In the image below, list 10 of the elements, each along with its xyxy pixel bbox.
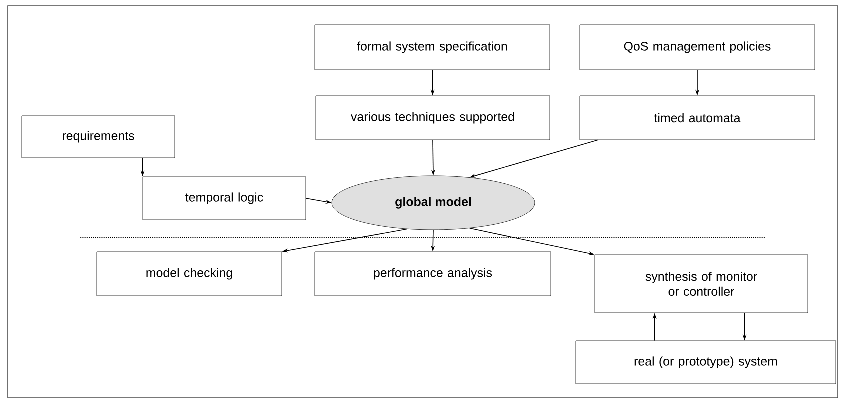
process-box: model checking bbox=[96, 252, 282, 296]
process-box: various techniques supported bbox=[316, 96, 550, 140]
process-box: requirements bbox=[22, 116, 176, 158]
process-box: QoS management policies bbox=[580, 24, 816, 70]
process-box: formal system specification bbox=[314, 24, 550, 70]
process-box: performance analysis bbox=[314, 252, 552, 296]
process-box: temporal logic bbox=[142, 176, 306, 220]
process-box: timed automata bbox=[580, 96, 816, 140]
process-box: real (or prototype) system bbox=[576, 340, 836, 384]
process-box: synthesis of monitor or controller bbox=[594, 254, 808, 314]
